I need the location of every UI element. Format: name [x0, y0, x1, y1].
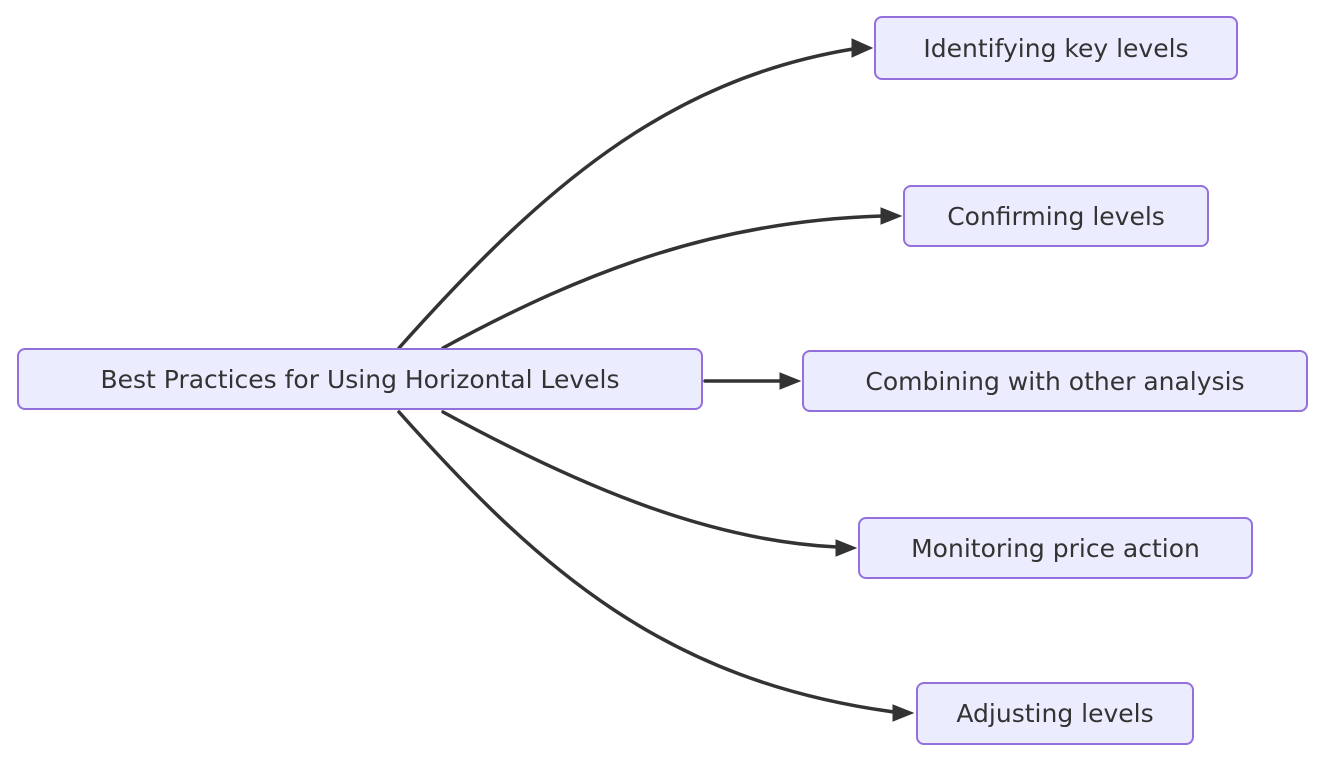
node-identifying-key-levels-label: Identifying key levels	[923, 33, 1189, 63]
node-adjusting-levels: Adjusting levels	[916, 682, 1194, 745]
arrowhead-monitoring-price-action-icon	[835, 539, 858, 557]
node-adjusting-levels-label: Adjusting levels	[956, 699, 1154, 728]
node-confirming-levels: Confirming levels	[903, 185, 1209, 247]
node-root-label: Best Practices for Using Horizontal Leve…	[100, 364, 620, 394]
node-monitoring-price-action-label: Monitoring price action	[911, 533, 1200, 563]
node-root: Best Practices for Using Horizontal Leve…	[17, 348, 703, 410]
arrowhead-confirming-levels-icon	[880, 207, 903, 225]
arrowhead-adjusting-levels-icon	[892, 704, 915, 722]
edge-root-to-adjusting-levels	[397, 410, 896, 714]
arrowhead-identifying-key-levels-icon	[851, 38, 874, 58]
node-combining-with-other-analysis: Combining with other analysis	[802, 350, 1308, 412]
node-identifying-key-levels: Identifying key levels	[874, 16, 1238, 80]
edge-root-to-monitoring-price-action	[441, 410, 839, 549]
node-confirming-levels-label: Confirming levels	[947, 201, 1165, 231]
node-combining-with-other-analysis-label: Combining with other analysis	[865, 366, 1245, 396]
edge-root-to-confirming-levels	[441, 214, 884, 350]
edge-root-to-identifying-key-levels	[397, 47, 855, 350]
node-monitoring-price-action: Monitoring price action	[858, 517, 1253, 579]
arrowhead-combining-with-other-analysis-icon	[779, 372, 802, 390]
